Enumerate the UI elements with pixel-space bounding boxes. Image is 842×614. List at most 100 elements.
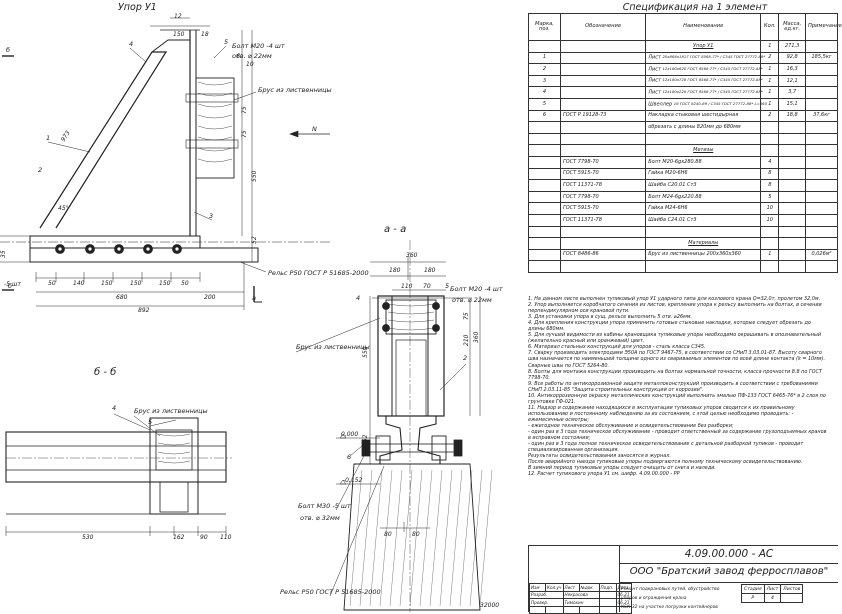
hole-32-aa: отв. ⌀ 32мм bbox=[300, 514, 340, 522]
spec-cell-pos bbox=[528, 40, 561, 53]
note-line: 11. Надзор и содержание находящихся в эк… bbox=[528, 404, 795, 423]
spec-cell-code bbox=[559, 260, 647, 273]
title-block-razrab-row: Разраб. Некрасова 06.21 bbox=[529, 590, 632, 599]
spec-cell-note bbox=[804, 121, 839, 134]
spec-cell-name bbox=[645, 225, 762, 239]
spec-cell-code: ГОСТ 8486-86 bbox=[559, 248, 647, 262]
spec-cell-name: Шайба С20.01 Ст3 bbox=[645, 179, 762, 192]
spec-cell-mass bbox=[778, 121, 806, 134]
dim-a360v: 360 bbox=[473, 331, 480, 343]
tb-prov-label: Провер. bbox=[529, 598, 564, 607]
bolt-head bbox=[432, 302, 440, 310]
note-line: После аварийного наезда тупиковые упоры … bbox=[528, 459, 803, 466]
spec-header-name: Наименование bbox=[645, 13, 762, 41]
callout-4-main: 4 bbox=[129, 40, 133, 48]
tb-sheet-head: Лист bbox=[763, 584, 782, 594]
spec-cell-name-sub: 20х868х1817 ГОСТ 8568-77* / С345 ГОСТ 27… bbox=[662, 54, 766, 60]
spec-cell-qty: 1 bbox=[760, 248, 780, 262]
section-aa-title: а - а bbox=[384, 224, 406, 235]
fishplate-bolt-hole-inner bbox=[145, 246, 151, 252]
slanted-plate bbox=[39, 51, 168, 229]
spec-cell-code bbox=[559, 63, 647, 76]
dim-b162: 162 bbox=[173, 534, 185, 541]
spec-header-pos: Марка, поз. bbox=[528, 13, 561, 41]
spec-cell-code: ГОСТ 11371-78 bbox=[559, 179, 647, 192]
spec-cell-mass bbox=[778, 248, 806, 262]
bolt-body bbox=[185, 139, 239, 149]
spec-cell-note bbox=[804, 213, 839, 227]
fishplate-bolt-hole-inner bbox=[57, 246, 63, 252]
dim-5pcs: -5 шт bbox=[4, 281, 21, 288]
spec-cell-code bbox=[559, 144, 647, 157]
spec-row: обрезать с длины 820мм до 680мм bbox=[528, 121, 839, 134]
rail-label-aa: Рельс Р50 ГОСТ Р 51685-2000 bbox=[280, 588, 381, 596]
bolt-m20-aa: Болт М20 -4 шт bbox=[450, 285, 503, 293]
spec-title: Спецификация на 1 элемент bbox=[622, 2, 768, 13]
tb-sheets-head: Листов bbox=[780, 584, 804, 594]
general-notes: 1. На данном листе выполнен тупиковый уп… bbox=[528, 296, 828, 477]
callout-3-main: 3 bbox=[209, 212, 213, 220]
callout-2-main: 2 bbox=[38, 166, 42, 174]
dim-18: 18 bbox=[201, 31, 209, 38]
dim-150c: 150 bbox=[130, 280, 142, 287]
dim-50b: 50 bbox=[181, 280, 189, 287]
hatch-line bbox=[349, 469, 363, 607]
spec-cell-qty: 2 bbox=[760, 109, 780, 123]
spec-header-mass: Масса, ед.кг. bbox=[778, 13, 806, 41]
spec-cell-mass: 18,8 bbox=[778, 109, 806, 123]
beam-label-main: Брус из лиственницы bbox=[258, 86, 332, 94]
tb-head-list: Лист bbox=[562, 583, 580, 592]
hatch-line bbox=[409, 469, 423, 607]
spec-cell-name: Упор У1 bbox=[645, 40, 762, 53]
beam-label-bb: Брус из лиственницы bbox=[134, 407, 208, 415]
spec-cell-name-sub: 12х180х620 ГОСТ 8568-77* / С345 ГОСТ 277… bbox=[662, 65, 763, 71]
leader bbox=[349, 445, 363, 457]
dim-a110: 110 bbox=[401, 283, 413, 290]
spec-cell-pos: 6 bbox=[528, 109, 561, 123]
hatch-line bbox=[419, 469, 433, 607]
note-line: 6. Материал стальных конструкций для упо… bbox=[528, 344, 706, 351]
spec-cell-name: Болт М20-6gх280.88 bbox=[645, 155, 762, 169]
spec-row bbox=[528, 225, 839, 239]
spec-cell-name-sub: 12х180х728 ГОСТ 8568-77* / С345 ГОСТ 277… bbox=[662, 77, 763, 83]
wood-grain bbox=[197, 136, 233, 141]
spec-cell-name: Болт М24-6gх220.88 bbox=[645, 190, 762, 204]
note-line: 9. Все работы по антикоррозионной защите… bbox=[528, 380, 818, 393]
section-bb-title: б - б bbox=[94, 366, 116, 378]
dim-550: 550 bbox=[251, 170, 258, 182]
spec-cell-pos bbox=[528, 225, 561, 239]
dim-10: 10 bbox=[246, 61, 254, 68]
dim-75a: 75 bbox=[241, 106, 248, 114]
leader bbox=[239, 261, 267, 273]
stiffener-bb bbox=[159, 481, 189, 513]
hatch-line bbox=[449, 469, 463, 607]
dim-200: 200 bbox=[204, 294, 216, 301]
spec-table: Марка, поз. Обозначение Наименование Кол… bbox=[528, 13, 842, 273]
fish-plate-left bbox=[375, 435, 391, 461]
spec-cell-qty bbox=[760, 237, 780, 250]
tb-prov-name: Тимохин bbox=[562, 598, 600, 607]
spec-cell-mass bbox=[778, 179, 806, 192]
note-line: - один раз в 3 года техническое обслужив… bbox=[528, 429, 827, 442]
hatch-line bbox=[439, 469, 453, 607]
spec-cell-pos bbox=[528, 260, 561, 273]
spec-cell-name-main: Лист bbox=[648, 54, 661, 61]
spec-cell-pos: 4 bbox=[528, 86, 561, 99]
wood-grain bbox=[197, 92, 233, 97]
spec-header-note: Примечание bbox=[804, 13, 842, 41]
spec-cell-code: ГОСТ 7798-70 bbox=[559, 190, 647, 204]
spec-header-code: Обозначение bbox=[559, 13, 647, 41]
organization-name: ООО "Братский завод ферросплавов" bbox=[629, 566, 829, 577]
fish-plate-right bbox=[431, 435, 447, 461]
bolt-m30-aa: Болт М30 -5 шт bbox=[298, 502, 351, 510]
spec-cell-code bbox=[559, 132, 647, 146]
spec-cell-mass: 271,3 bbox=[778, 40, 806, 53]
timber-block-aa bbox=[385, 299, 437, 335]
leader bbox=[295, 317, 381, 353]
